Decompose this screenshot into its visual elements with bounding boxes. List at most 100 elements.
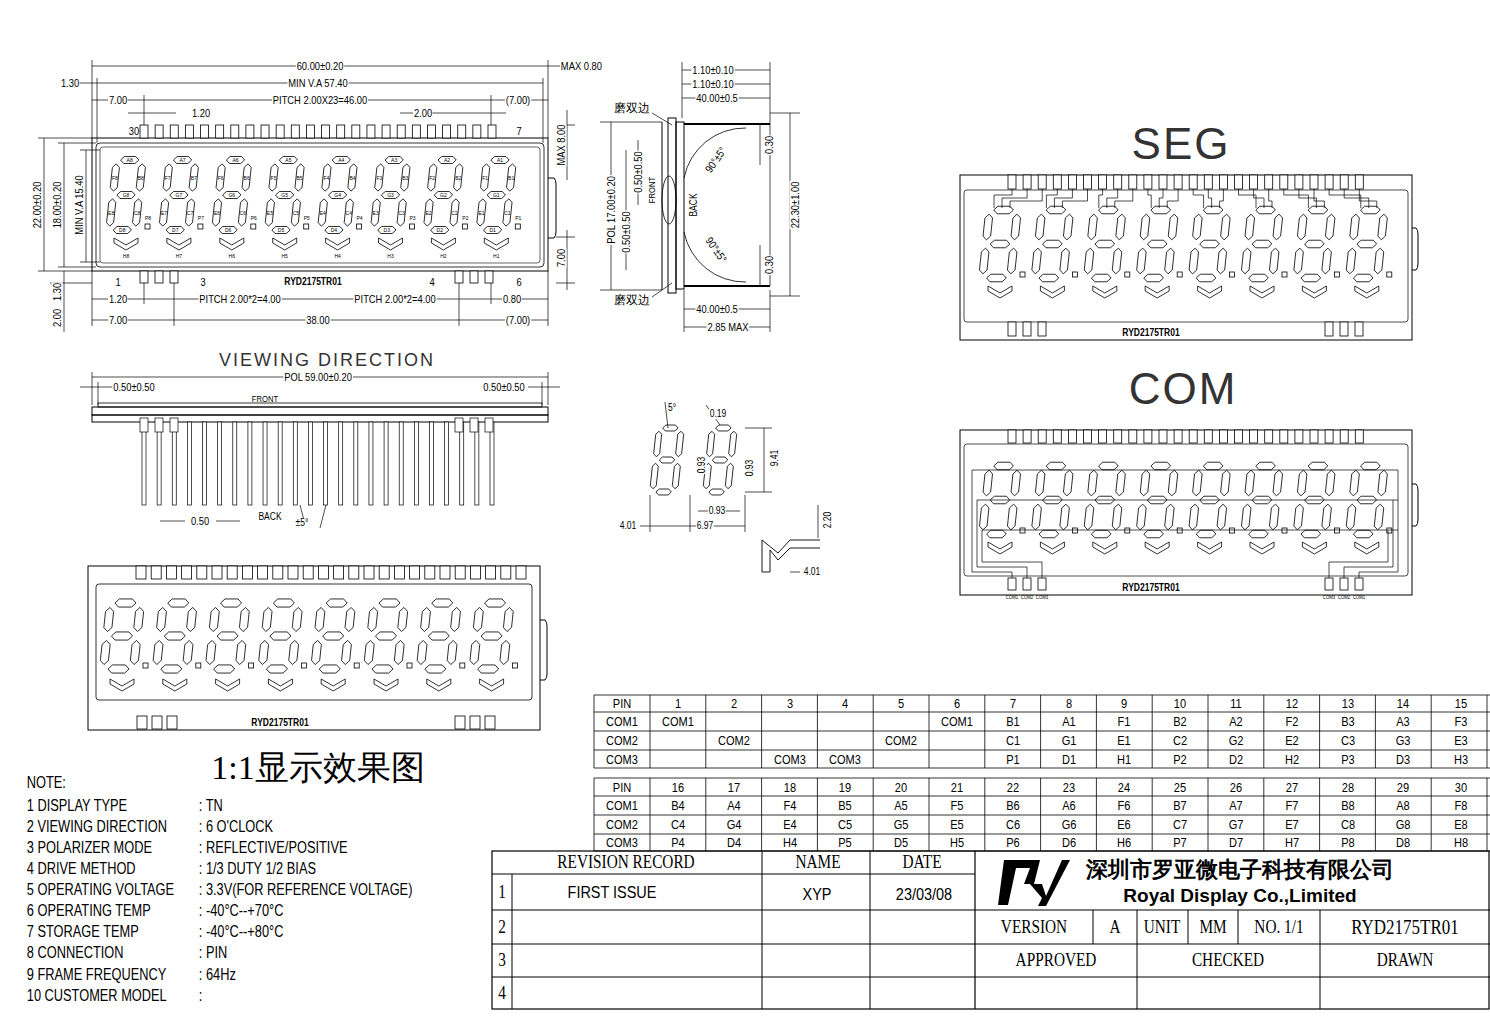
pin xyxy=(1340,175,1348,189)
segment xyxy=(120,156,139,163)
pin xyxy=(155,125,163,138)
pin xyxy=(258,566,268,579)
segment-trace xyxy=(1314,189,1324,208)
drawing-label: 3 xyxy=(200,277,207,288)
digit-glyph xyxy=(264,156,305,233)
table-cell: E1 xyxy=(1117,734,1132,747)
chevron-segment xyxy=(163,679,187,691)
table-cell: 27 xyxy=(1285,781,1299,794)
segment xyxy=(238,199,248,226)
digit-glyph xyxy=(649,425,684,495)
segment xyxy=(1308,206,1328,214)
pin xyxy=(288,566,298,579)
drawing-label: 60.00±0.20 xyxy=(296,61,344,72)
dimension-line xyxy=(459,283,460,326)
pin xyxy=(182,566,192,579)
table-cell: H7 xyxy=(1284,836,1300,849)
title-block-text: 23/03/08 xyxy=(895,886,953,903)
segment xyxy=(341,640,352,664)
segment xyxy=(709,489,725,495)
table-cell: A3 xyxy=(1396,715,1411,728)
note-text: : REFLECTIVE/POSITIVE xyxy=(198,840,348,856)
segment-label: H4 xyxy=(334,254,340,259)
drawing-label: 1.30 xyxy=(60,78,80,89)
segment xyxy=(269,164,279,191)
segment xyxy=(1098,462,1118,470)
pin xyxy=(1355,175,1363,189)
chevron-segment xyxy=(1250,286,1274,298)
table-cell: 19 xyxy=(838,781,852,794)
segment xyxy=(186,607,197,631)
dimension-line xyxy=(594,695,595,768)
segment xyxy=(1377,470,1387,496)
segment-label: E4 xyxy=(320,210,326,215)
pin xyxy=(1340,322,1348,336)
dimension-line xyxy=(64,143,65,267)
segment xyxy=(321,164,331,191)
table-cell: D2 xyxy=(1228,753,1244,766)
pin xyxy=(1250,175,1258,189)
decimal-point xyxy=(249,663,254,668)
view-title: VIEWING DIRECTION xyxy=(218,351,436,369)
table-cell: A7 xyxy=(1228,799,1243,812)
segment xyxy=(367,607,378,631)
chevron-segment xyxy=(216,679,240,691)
segment xyxy=(1374,504,1384,530)
segment xyxy=(434,191,453,198)
table-cell: F1 xyxy=(1117,715,1132,728)
table-cell: COM1 xyxy=(605,715,639,728)
segment xyxy=(484,599,506,607)
segment-label: H7 xyxy=(176,254,182,259)
segment-label: G5 xyxy=(281,193,288,198)
segment xyxy=(130,640,141,664)
pin xyxy=(367,125,375,138)
chevron-segment xyxy=(988,542,1012,554)
drawing-label: COM3 xyxy=(1323,595,1335,600)
dimension-line xyxy=(682,62,683,118)
segment-label: P4 xyxy=(357,216,363,221)
segment-label: C5 xyxy=(293,210,299,215)
dimension-line xyxy=(548,60,549,138)
pin xyxy=(354,422,358,505)
segment-trace xyxy=(1159,189,1163,208)
pin xyxy=(1023,578,1031,590)
segment xyxy=(1374,248,1384,274)
segment xyxy=(1063,214,1073,240)
dimension-line xyxy=(512,874,513,1009)
pin xyxy=(455,716,465,729)
dimension-line xyxy=(556,283,575,284)
dimension-line xyxy=(870,851,871,1009)
dimension-line xyxy=(745,428,772,429)
table-cell: A4 xyxy=(726,799,741,812)
segment xyxy=(1301,274,1321,282)
drawing-label: 40.00±0.5 xyxy=(695,93,738,104)
table-cell: COM2 xyxy=(884,734,918,747)
segment-trace xyxy=(1329,189,1361,208)
decimal-point xyxy=(301,663,306,668)
segment xyxy=(659,457,675,463)
segment xyxy=(275,191,294,198)
dimension-line xyxy=(761,695,762,768)
segment xyxy=(1147,240,1167,248)
table-cell: 20 xyxy=(894,781,908,794)
title-block-text: XYP xyxy=(802,886,833,903)
table-cell: COM1 xyxy=(605,799,639,812)
segment xyxy=(430,226,449,233)
chevron-segment xyxy=(1093,286,1117,298)
segment-label: B8 xyxy=(138,175,144,180)
pin xyxy=(140,125,148,138)
segment xyxy=(1321,248,1331,274)
segment xyxy=(986,274,1006,282)
drawing-label: 2.20 xyxy=(823,511,833,529)
segment xyxy=(345,607,356,631)
pin xyxy=(170,271,178,283)
glass-tab xyxy=(540,620,547,680)
drawing-label: POL 59.00±0.20 xyxy=(283,372,352,383)
decimal-point xyxy=(1125,272,1130,277)
note-text: 10 CUSTOMER MODEL xyxy=(26,988,167,1004)
pin xyxy=(1355,430,1363,443)
table-cell: 1 xyxy=(674,697,682,710)
segment-label: P6 xyxy=(251,216,257,221)
table-cell: P4 xyxy=(670,836,685,849)
chevron-segment xyxy=(379,238,403,250)
